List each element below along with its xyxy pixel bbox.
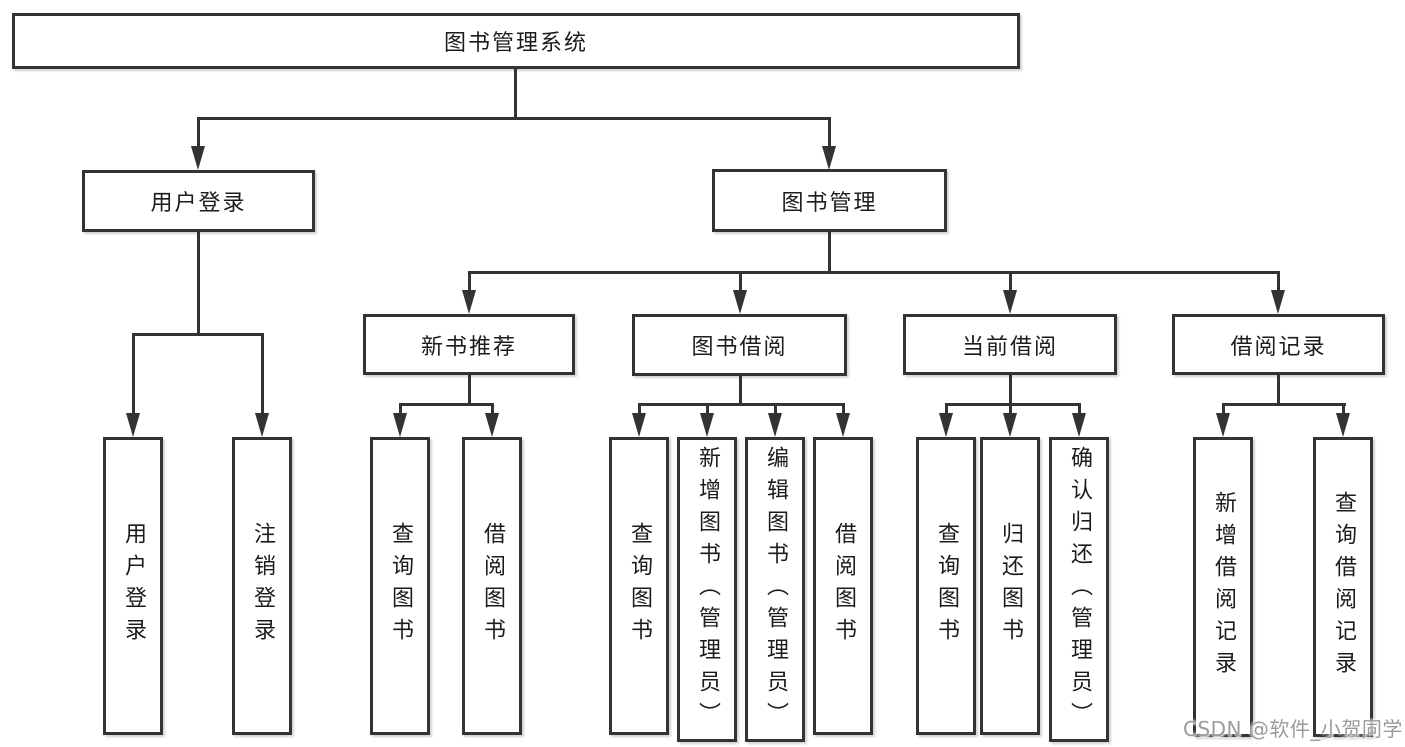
leaf-query-books-1: 查询图书 (370, 437, 430, 735)
arrowhead-edit-book (768, 413, 782, 437)
arrowhead-add-borrow-record (1216, 413, 1230, 437)
connector-current-borrow-rail (945, 403, 1081, 406)
connector-book-management-rail (468, 271, 1280, 274)
node-current-borrow: 当前借阅 (903, 314, 1117, 375)
leaf-add-book-admin: 新增图书（管理员） (677, 437, 737, 742)
connector-new-book-rail (399, 403, 494, 406)
arrowhead-confirm-return (1072, 413, 1086, 437)
arrowhead-book-management (822, 146, 836, 170)
leaf-return-book: 归还图书 (980, 437, 1040, 735)
connector-drop-edit-book (774, 403, 777, 416)
arrowhead-leaf-user-login (126, 413, 140, 437)
connector-drop-return-book (1009, 403, 1012, 416)
node-label: 查询图书 (934, 522, 959, 650)
connector-drop-borrow-records (1277, 271, 1280, 292)
connector-drop-book-borrow (739, 271, 742, 292)
arrowhead-query-borrow-record (1336, 413, 1350, 437)
node-label: 归还图书 (998, 522, 1023, 650)
connector-drop-book-management (828, 117, 831, 150)
node-label: 借阅图书 (480, 522, 505, 650)
node-root: 图书管理系统 (12, 13, 1020, 69)
leaf-confirm-return-admin: 确认归还（管理员） (1049, 437, 1109, 742)
arrowhead-leaf-logout (255, 413, 269, 437)
connector-drop-query-books-3 (945, 403, 948, 416)
node-label: 查询图书 (627, 522, 652, 650)
node-label: 当前借阅 (961, 334, 1058, 360)
arrowhead-current-borrow (1003, 290, 1017, 314)
connector-user-login-rail (132, 333, 264, 336)
connector-drop-leaf-logout (261, 333, 264, 415)
connector-borrow-records-rail (1222, 403, 1346, 406)
connector-borrow-records-stem (1277, 375, 1280, 406)
connector-drop-confirm-return (1078, 403, 1081, 416)
node-label: 图书管理 (781, 190, 878, 216)
connector-root-stem (514, 69, 517, 118)
arrowhead-user-login (191, 146, 205, 170)
node-label: 新增借阅记录 (1211, 491, 1236, 683)
node-borrow-records: 借阅记录 (1172, 314, 1385, 375)
node-label: 图书借阅 (691, 335, 788, 360)
node-label: 新增图书（管理员） (695, 445, 720, 734)
leaf-user-login: 用户登录 (103, 437, 163, 735)
leaf-borrow-books-2: 借阅图书 (813, 437, 873, 735)
connector-current-borrow-stem (1009, 375, 1012, 406)
arrowhead-return-book (1003, 413, 1017, 437)
node-label: 注销登录 (250, 522, 275, 650)
leaf-borrow-books-1: 借阅图书 (462, 437, 522, 735)
connector-drop-add-borrow-record (1222, 403, 1225, 416)
node-book-management: 图书管理 (712, 169, 947, 232)
connector-root-rail (197, 117, 831, 120)
leaf-logout: 注销登录 (232, 437, 292, 735)
connector-drop-current-borrow (1009, 271, 1012, 292)
node-label: 新书推荐 (420, 334, 517, 360)
connector-book-borrow-stem (739, 375, 742, 406)
connector-drop-borrow-books-2 (842, 403, 845, 416)
node-label: 图书管理系统 (443, 31, 588, 56)
connector-user-login-stem (197, 232, 200, 335)
node-book-borrow: 图书借阅 (632, 314, 847, 376)
arrowhead-new-book (462, 290, 476, 314)
connector-drop-user-login (197, 117, 200, 150)
node-label: 借阅记录 (1230, 334, 1327, 360)
node-user-login: 用户登录 (82, 170, 315, 232)
connector-drop-query-borrow-record (1342, 403, 1345, 416)
node-new-book-recommend: 新书推荐 (363, 314, 575, 375)
arrowhead-query-books-3 (939, 413, 953, 437)
connector-book-borrow-rail (638, 403, 845, 406)
leaf-query-borrow-record: 查询借阅记录 (1313, 437, 1373, 737)
node-label: 查询借阅记录 (1331, 491, 1356, 683)
node-label: 用户登录 (150, 191, 247, 216)
connector-drop-add-book (706, 403, 709, 416)
leaf-edit-book-admin: 编辑图书（管理员） (745, 437, 805, 742)
node-label: 编辑图书（管理员） (763, 445, 788, 734)
arrowhead-borrow-books-2 (836, 413, 850, 437)
arrowhead-query-books-2 (632, 413, 646, 437)
connector-drop-leaf-user-login (132, 333, 135, 415)
connector-new-book-stem (468, 375, 471, 406)
connector-drop-borrow-books-1 (491, 403, 494, 416)
arrowhead-add-book (700, 413, 714, 437)
node-label: 查询图书 (388, 522, 413, 650)
arrowhead-borrow-records (1271, 290, 1285, 314)
arrowhead-borrow-books-1 (485, 413, 499, 437)
leaf-add-borrow-record: 新增借阅记录 (1193, 437, 1253, 737)
arrowhead-book-borrow (733, 290, 747, 314)
node-label: 用户登录 (121, 522, 146, 650)
connector-drop-query-books-1 (399, 403, 402, 416)
node-label: 借阅图书 (831, 522, 856, 650)
connector-drop-query-books-2 (638, 403, 641, 416)
watermark: CSDN @软件_小贺同学 (1183, 717, 1403, 741)
leaf-query-books-3: 查询图书 (916, 437, 976, 735)
connector-book-management-stem (828, 232, 831, 273)
arrowhead-query-books-1 (393, 413, 407, 437)
leaf-query-books-2: 查询图书 (609, 437, 669, 735)
node-label: 确认归还（管理员） (1067, 445, 1092, 734)
connector-drop-new-book (468, 271, 471, 292)
